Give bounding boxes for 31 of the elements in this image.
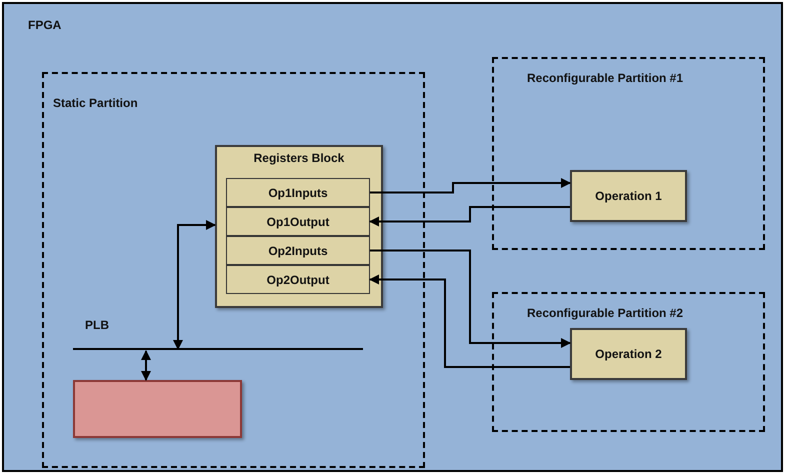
node-label: Reconfigurable Partition #1 <box>527 71 684 85</box>
node-label: Registers Block <box>252 151 346 165</box>
register-row <box>226 265 370 294</box>
arrow <box>370 250 571 348</box>
register-row <box>226 236 370 265</box>
arrow <box>370 178 571 194</box>
node-label: Reconfigurable Partition #2 <box>527 306 684 320</box>
node-label: Static Partition <box>53 96 138 110</box>
operation-box <box>570 170 687 222</box>
node-label: PLB <box>85 318 109 332</box>
node-label: Op2Output <box>266 272 330 286</box>
node-label: Operation 2 <box>595 347 662 361</box>
arrow <box>173 220 216 350</box>
register-row <box>226 178 370 207</box>
fpga-box <box>2 2 783 472</box>
arrow <box>369 274 570 368</box>
operation-box <box>570 328 687 380</box>
node-label: Operation 1 <box>595 189 662 203</box>
bus-line <box>73 318 363 350</box>
partition-region <box>492 292 765 432</box>
arrow <box>369 206 570 226</box>
node-label: FPGA <box>28 18 62 32</box>
partition-region <box>492 57 765 250</box>
node-label: Op1Inputs <box>268 186 328 200</box>
register-row <box>226 207 370 236</box>
node-label: Op1Output <box>266 214 330 228</box>
node-label: Op2Inputs <box>268 244 328 258</box>
register-block <box>215 145 383 308</box>
arrow <box>141 350 151 381</box>
processor-box <box>73 380 242 438</box>
partition-region <box>42 72 425 468</box>
